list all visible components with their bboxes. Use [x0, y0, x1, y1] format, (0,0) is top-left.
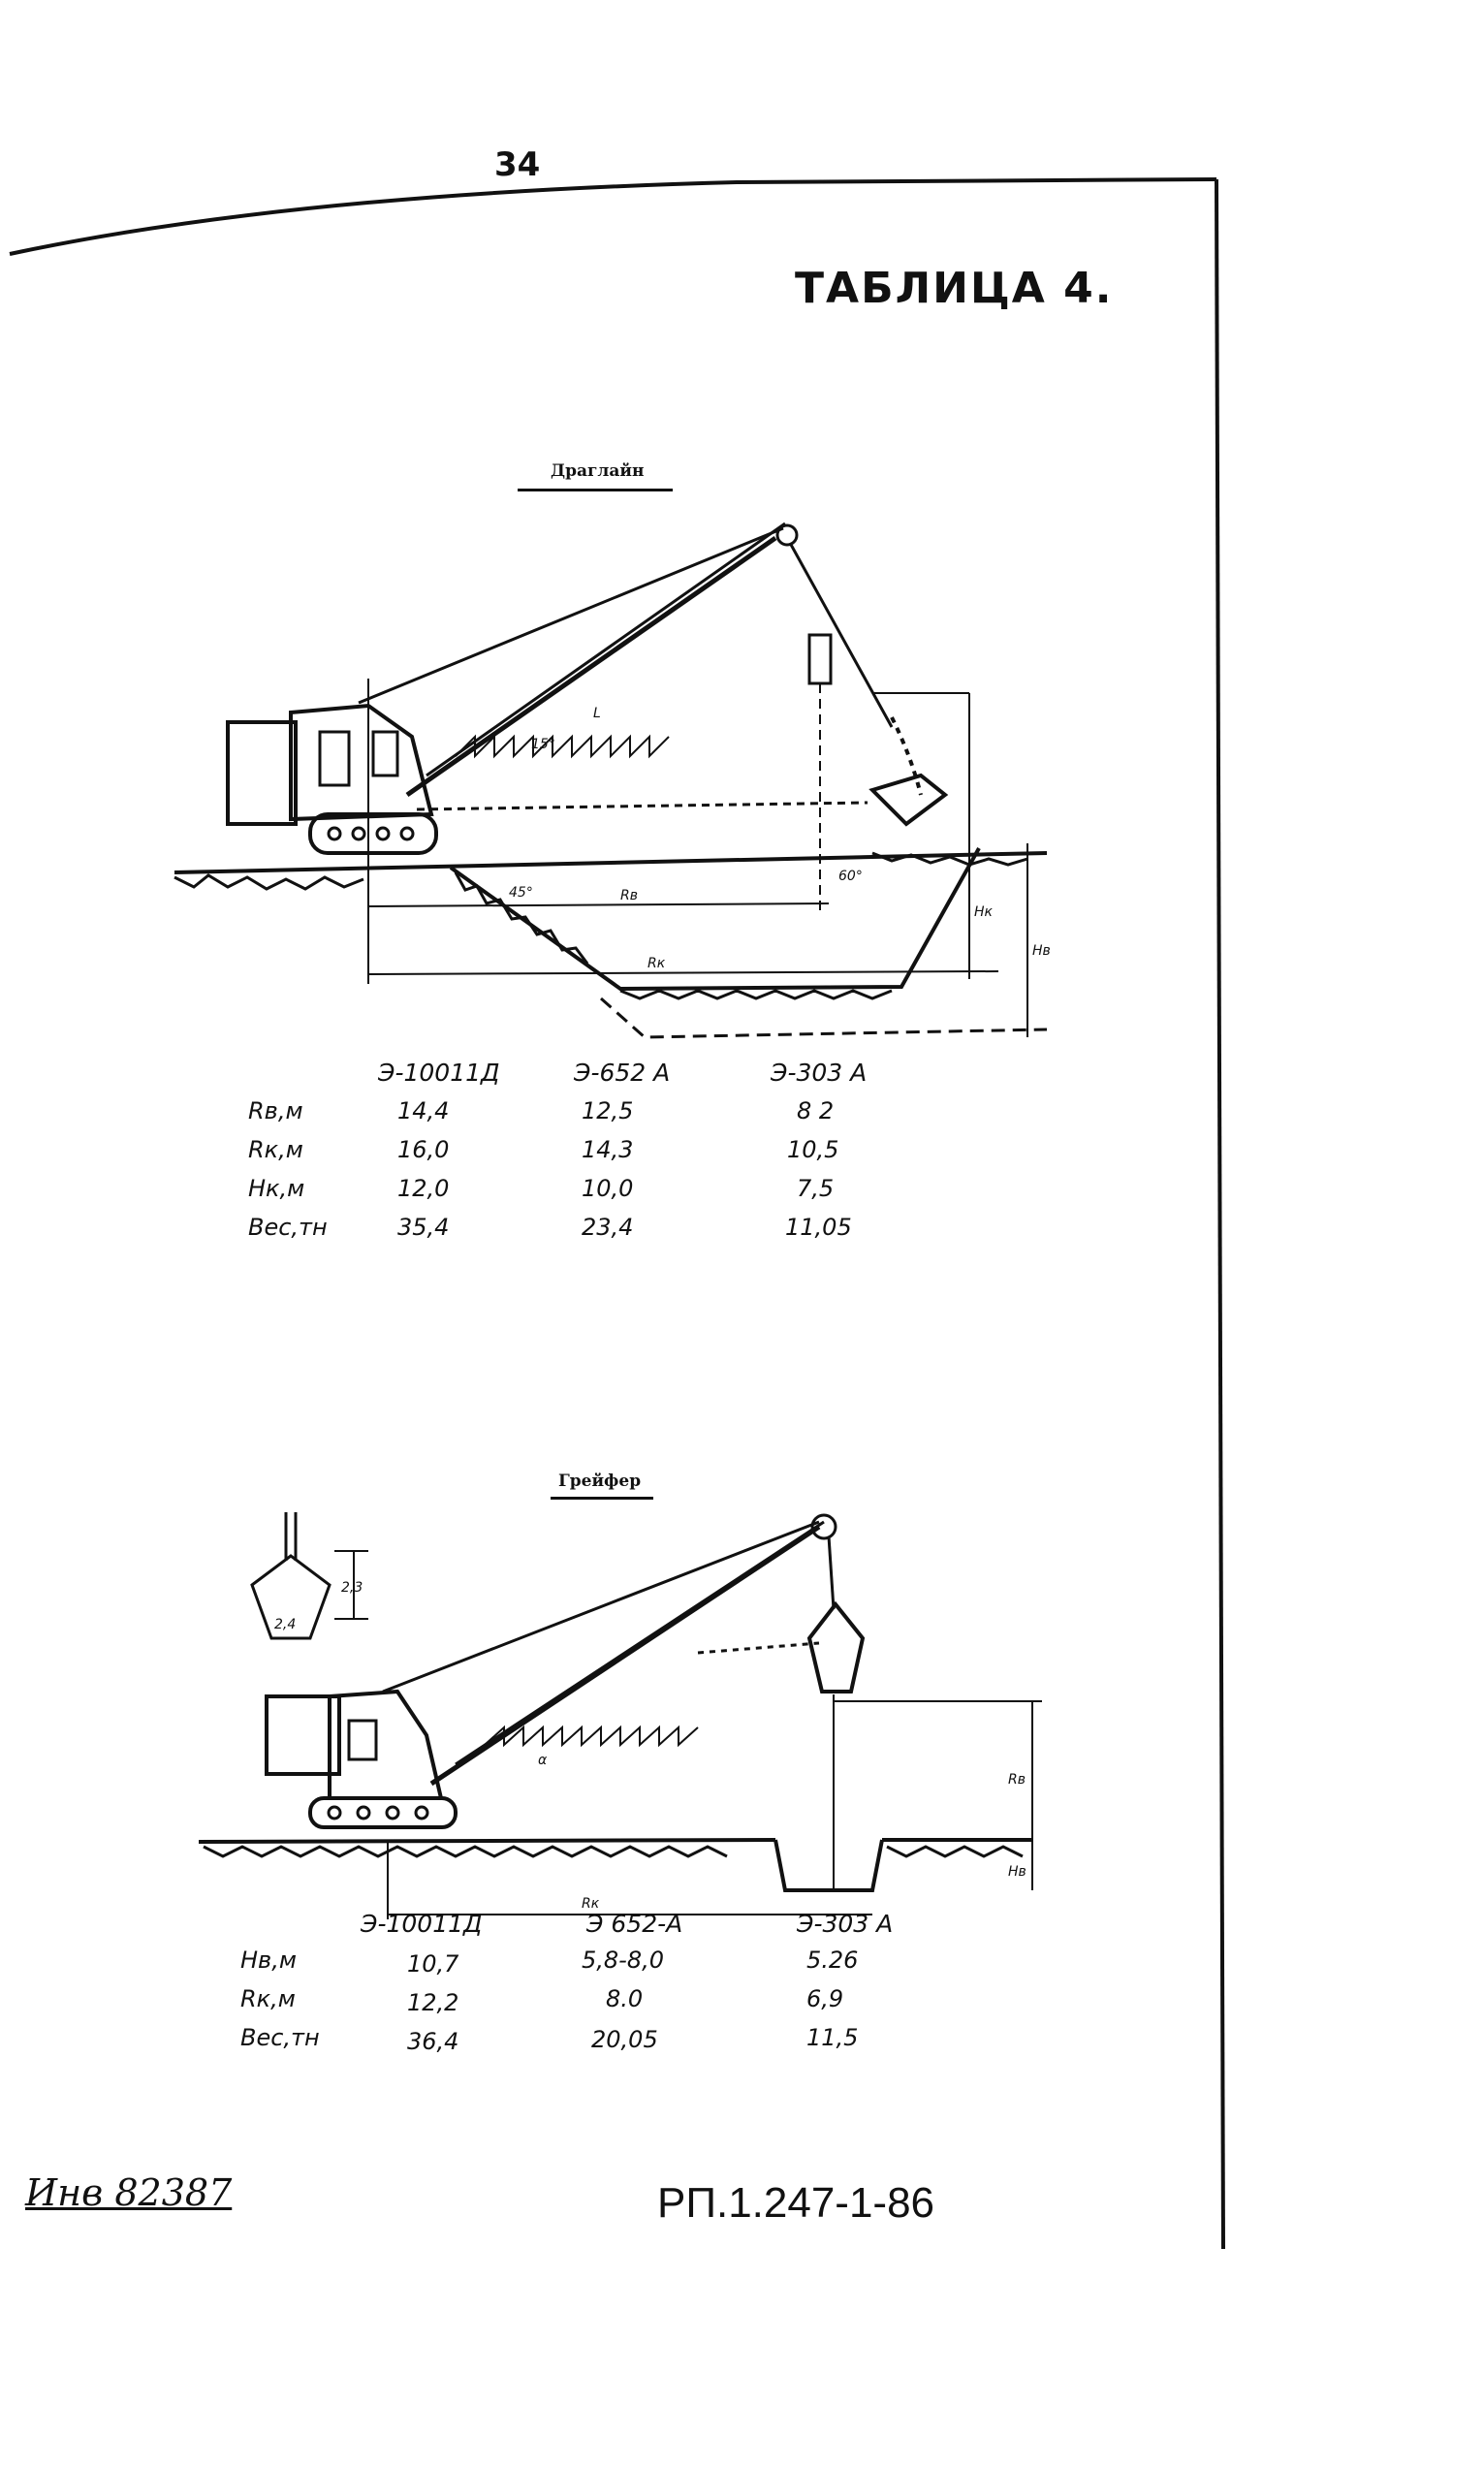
grab-col-3: Э-303 А — [797, 1910, 894, 1938]
dragline-cell: 10,0 — [582, 1175, 634, 1202]
dragline-col-2: Э-652 А — [574, 1059, 671, 1087]
dragline-label-angle2: 45° — [509, 885, 533, 901]
grab-cell: 8.0 — [606, 1985, 644, 2012]
dragline-row-label: Hк,м — [248, 1175, 305, 1202]
dragline-col-3: Э-303 А — [771, 1059, 868, 1087]
boom-lower — [405, 535, 777, 798]
page-right-border — [1215, 178, 1225, 2250]
grab-row-label: Rк,м — [240, 1985, 296, 2012]
grab-col-1: Э-10011Д — [361, 1910, 483, 1938]
grab-cell: 36,4 — [407, 2028, 459, 2055]
grab-diagram: 2,3 2,4 α Rк Hв Rв — [198, 1512, 1042, 1919]
dragline-cell: 7,5 — [797, 1175, 835, 1202]
dragline-cell: 10,5 — [787, 1136, 839, 1163]
grab-row-label: Hв,м — [240, 1947, 297, 1974]
grab-label-dim1: 2,3 — [341, 1580, 363, 1596]
counterweight — [226, 720, 298, 826]
grab-cell: 12,2 — [407, 1989, 459, 2016]
grab-cell: 6,9 — [806, 1985, 844, 2012]
dragline-cell: 14,4 — [397, 1097, 450, 1124]
grab-cell: 11,5 — [806, 2024, 859, 2051]
table-title: ТАБЛИЦА 4. — [795, 264, 1114, 313]
excavation-profile — [449, 847, 981, 992]
dragline-row-label: Rк,м — [248, 1136, 303, 1163]
ground-line — [174, 851, 1048, 874]
dragline-cell: 8 2 — [797, 1097, 835, 1124]
dragline-cell: 23,4 — [582, 1214, 634, 1241]
grab-cell: 10,7 — [407, 1950, 459, 1978]
bucket — [868, 773, 949, 827]
dragline-label-rv: Rв — [620, 888, 638, 903]
crawler-tracks — [308, 812, 438, 855]
grab-row-label: Вес,тн — [240, 2024, 320, 2051]
dragline-label-hv: Hв — [1032, 943, 1051, 959]
dragline-cell: 12,5 — [582, 1097, 634, 1124]
dragline-label-angle3: 60° — [838, 869, 863, 884]
grab-cell: 5,8-8,0 — [582, 1947, 664, 1974]
dragline-cell: 16,0 — [397, 1136, 450, 1163]
grab-bucket — [806, 1600, 866, 1693]
dragline-row-label: Rв,м — [248, 1097, 303, 1124]
grab-label-hv: Hв — [1008, 1864, 1026, 1880]
dragline-col-1: Э-10011Д — [378, 1059, 500, 1087]
dragline-label-l: L — [593, 706, 601, 721]
grab-title: Грейфер — [558, 1472, 642, 1491]
dragline-title-underline — [518, 489, 673, 491]
grab-cell: 20,05 — [591, 2026, 658, 2053]
grab-detail — [250, 1554, 332, 1640]
dragline-label-angle1: 15° — [531, 737, 555, 752]
cab-body — [289, 703, 434, 822]
dragline-label-hk: Hк — [974, 904, 994, 920]
grab-label-rk: Rк — [582, 1896, 600, 1912]
grab-label-dim2: 2,4 — [274, 1617, 296, 1632]
dragline-label-rk: Rк — [647, 956, 666, 971]
trench — [774, 1839, 884, 1892]
grab-title-underline — [551, 1497, 653, 1500]
dragline-row-label: Вес,тн — [248, 1214, 328, 1241]
guy-line — [358, 526, 784, 705]
dragline-cell: 14,3 — [582, 1136, 634, 1163]
grab-cell: 5.26 — [806, 1947, 859, 1974]
page-number: 34 — [494, 145, 541, 184]
inventory-number: Инв 82387 — [25, 2171, 233, 2214]
document-code: РП.1.247-1-86 — [657, 2179, 935, 2227]
dragline-title: Драглайн — [551, 461, 645, 481]
dragline-cell: 35,4 — [397, 1214, 450, 1241]
page-top-edge — [9, 177, 1217, 256]
grab-col-2: Э 652-А — [586, 1910, 683, 1938]
dragline-diagram: 15° 45° 60° Rв Rк Hк Hв L — [174, 522, 1051, 1039]
grab-label-alpha: α — [538, 1753, 548, 1768]
grab-label-rv: Rв — [1008, 1772, 1026, 1788]
dragline-cell: 11,05 — [785, 1214, 852, 1241]
dragline-cell: 12,0 — [397, 1175, 450, 1202]
